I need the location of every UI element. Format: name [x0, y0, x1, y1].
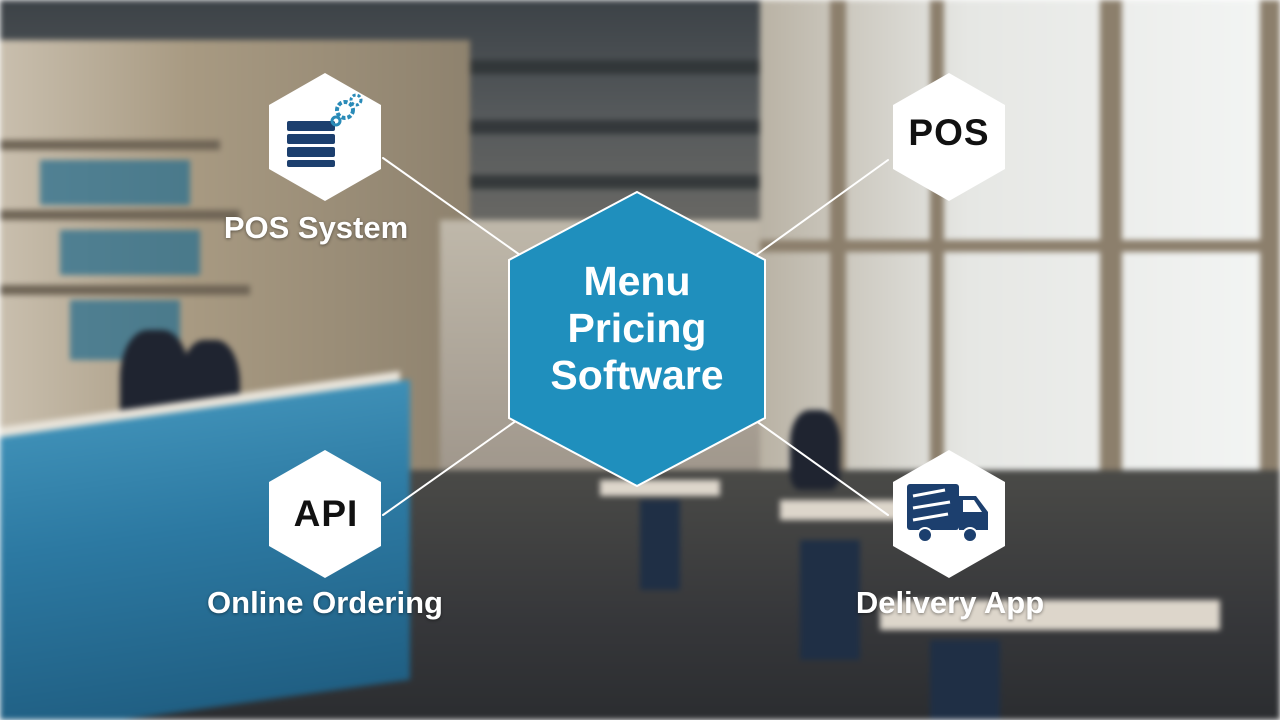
database-gears-icon: [287, 93, 363, 167]
center-title-line-2: Pricing: [567, 305, 707, 351]
center-title: Menu Pricing Software: [517, 258, 757, 399]
connector-delivery-app: [751, 417, 889, 516]
center-title-line-1: Menu: [583, 258, 691, 304]
delivery-app-label: Delivery App: [855, 585, 1045, 620]
api-hex-text: API: [293, 493, 359, 534]
pos-hex-text: POS: [908, 112, 990, 153]
connector-lines: [382, 157, 889, 516]
connector-online-ordering: [382, 417, 521, 516]
pos-hexagon[interactable]: [893, 73, 1005, 201]
api-hexagon[interactable]: [269, 450, 381, 578]
center-hexagon: [508, 190, 766, 488]
center-title-line-3: Software: [550, 352, 724, 398]
online-ordering-label: Online Ordering: [207, 585, 443, 620]
connector-pos: [751, 159, 889, 259]
delivery-truck-icon: [907, 484, 988, 543]
connector-pos-system: [382, 157, 521, 256]
pos-system-label: POS System: [223, 210, 409, 245]
